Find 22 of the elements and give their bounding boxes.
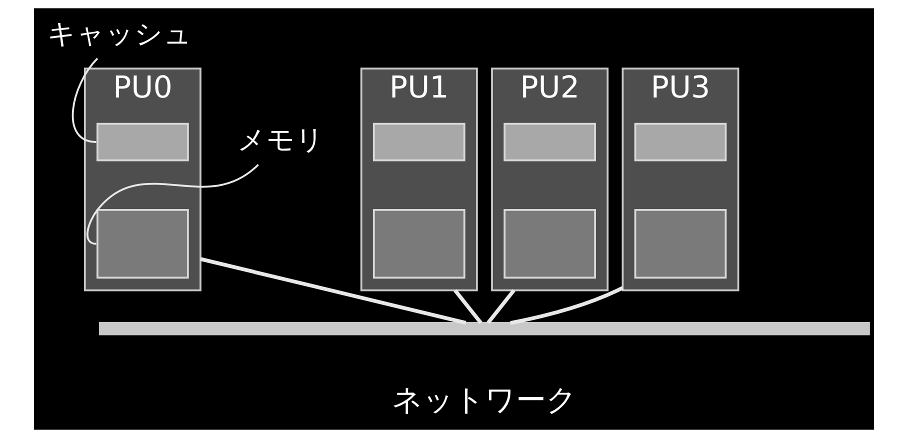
connector bbox=[486, 289, 515, 324]
cluster: PU1 bbox=[360, 68, 478, 292]
node-box bbox=[634, 208, 726, 279]
node-box bbox=[634, 122, 726, 162]
node-text: キャッシュ bbox=[47, 16, 192, 50]
node-label: ネットワーク bbox=[391, 382, 576, 418]
connector bbox=[510, 286, 624, 325]
node-box bbox=[96, 122, 188, 162]
connector bbox=[453, 289, 482, 324]
cluster: PU3 bbox=[621, 68, 739, 292]
node-box bbox=[372, 208, 465, 279]
node-text: メモリ bbox=[236, 123, 324, 156]
connector bbox=[200, 257, 466, 325]
connector bbox=[71, 58, 98, 143]
node-box bbox=[503, 208, 596, 279]
cluster: PU2 bbox=[490, 68, 608, 292]
connector bbox=[86, 164, 258, 245]
node-box bbox=[503, 122, 596, 162]
node-box bbox=[96, 208, 188, 279]
node-box bbox=[372, 122, 465, 162]
cluster: PU0 bbox=[83, 68, 201, 292]
node-bar bbox=[98, 322, 870, 336]
